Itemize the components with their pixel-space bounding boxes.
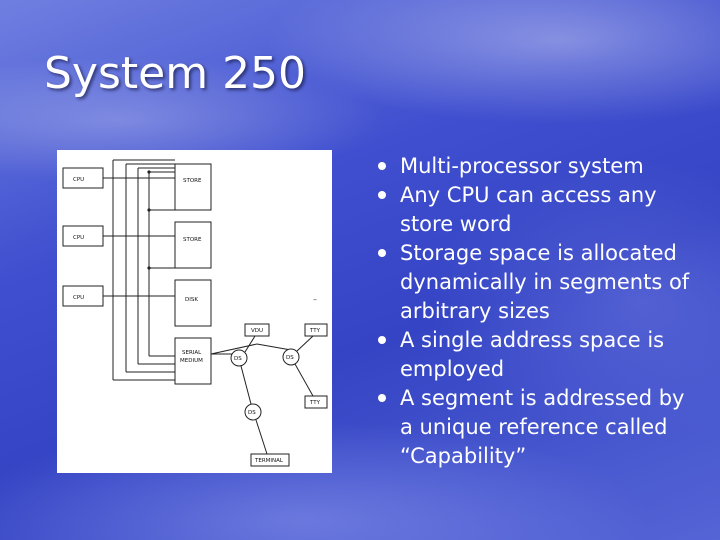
bullet-item: Any CPU can access any store word <box>378 181 698 239</box>
terminal-box <box>250 453 290 467</box>
junction-dot <box>147 266 151 270</box>
ds-label: DS <box>248 410 256 416</box>
link-line <box>296 335 314 352</box>
vdu-label: VDU <box>251 328 263 334</box>
ds-node <box>230 349 248 367</box>
link-line <box>244 335 256 353</box>
link-line <box>294 363 314 397</box>
tty-label: TTY <box>309 328 321 334</box>
bullet-item: Multi-processor system <box>378 152 698 181</box>
bullet-dot-icon <box>378 162 386 170</box>
serial-medium-box <box>174 337 212 385</box>
store-box <box>174 163 212 211</box>
bullet-dot-icon <box>378 191 386 199</box>
disk-label: DISK <box>185 297 198 303</box>
cpu-box <box>62 225 104 247</box>
bullet-text: Multi-processor system <box>400 154 644 178</box>
ds-label: DS <box>234 356 242 362</box>
system-diagram: CPU CPU CPU STORE STORE DISK SERIAL MEDI… <box>57 150 332 473</box>
bullet-text: A single address space is employed <box>400 328 665 381</box>
store-label: STORE <box>183 178 202 184</box>
ds-node <box>282 348 300 366</box>
link-line <box>255 419 268 455</box>
tty-box <box>304 323 328 337</box>
junction-dot <box>147 208 151 212</box>
cpu-box <box>62 285 104 307</box>
serial-medium-label: SERIAL <box>182 350 202 356</box>
ds-label: DS <box>286 355 294 361</box>
bullet-text: Storage space is allocated dynamically i… <box>400 241 690 323</box>
cpu-box <box>62 167 104 189</box>
cpu-label: CPU <box>73 235 84 241</box>
bullet-text: Any CPU can access any store word <box>400 183 657 236</box>
terminal-label: TERMINAL <box>254 458 284 464</box>
junction-dot <box>147 170 151 174</box>
system-diagram-svg: CPU CPU CPU STORE STORE DISK SERIAL MEDI… <box>62 159 328 467</box>
tty-box <box>304 395 328 409</box>
bullet-list: Multi-processor system Any CPU can acces… <box>378 152 698 471</box>
bullet-item: Storage space is allocated dynamically i… <box>378 239 698 326</box>
store-label: STORE <box>183 237 202 243</box>
bullet-text: A segment is addressed by a unique refer… <box>400 386 685 468</box>
ds-node <box>244 403 262 421</box>
bullet-dot-icon <box>378 249 386 257</box>
disk-box <box>174 279 212 327</box>
serial-medium-label: MEDIUM <box>180 358 203 364</box>
bullet-dot-icon <box>378 394 386 402</box>
bullet-item: A single address space is employed <box>378 326 698 384</box>
misc-mark: – <box>313 295 317 304</box>
bullet-item: A segment is addressed by a unique refer… <box>378 384 698 471</box>
link-line <box>256 343 292 351</box>
vdu-box <box>244 323 270 337</box>
link-line <box>240 365 252 405</box>
tty-label: TTY <box>309 400 321 406</box>
bullet-dot-icon <box>378 336 386 344</box>
cpu-label: CPU <box>73 295 84 301</box>
slide-title: System 250 <box>44 48 307 99</box>
cpu-label: CPU <box>73 177 84 183</box>
store-box <box>174 221 212 269</box>
